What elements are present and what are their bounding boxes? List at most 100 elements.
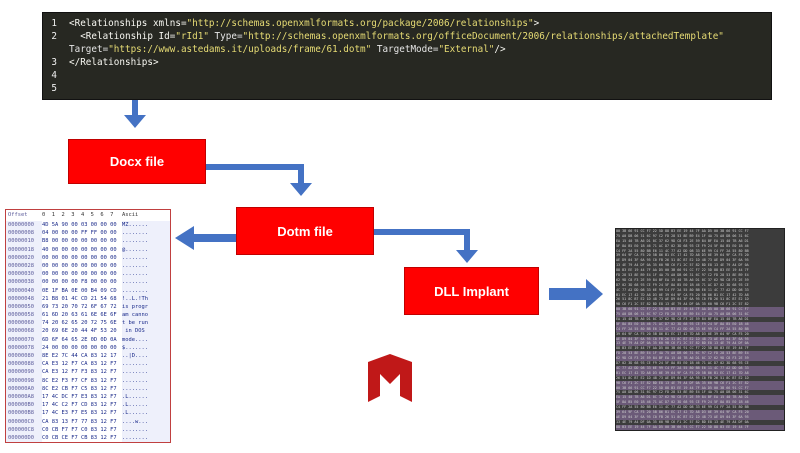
code-token: </Relationships> <box>69 57 159 68</box>
dump-row: 75 A0 DB 06 31 6C 97 C2 FD 28 53 8E B9 E… <box>616 233 751 238</box>
hex-ascii: t be run <box>122 319 170 328</box>
dump-row: 5F 8A B5 E0 1B 46 71 AC D7 02 3D 68 93 C… <box>616 321 784 327</box>
hex-bytes: 24 00 00 00 00 00 00 00 <box>42 344 117 351</box>
line-number: 1 <box>51 18 57 29</box>
hex-ascii: ........ <box>122 278 170 287</box>
dump-row: 13 4E 79 A4 DF 0A 35 60 9B C6 F1 2C 57 8… <box>616 419 751 424</box>
hex-bytes: 40 00 00 00 00 00 00 00 <box>42 246 117 253</box>
code-token: /> <box>494 44 506 55</box>
dump-row: 9B C6 F1 2C 57 82 BD E8 13 4E 79 A4 DF 0… <box>616 302 751 307</box>
dump-row: 88 B3 EE 19 44 7F AA D5 00 3B 66 91 CC F… <box>616 346 751 351</box>
code-token: Target= <box>69 44 109 55</box>
dump-row: 39 64 9F CA F5 20 5B 86 B1 EC 17 42 7D A… <box>616 409 784 415</box>
hex-offset: 00000058 <box>6 311 42 320</box>
dump-row: B1 EC 17 42 7D A8 D3 0E 39 64 9F CA F5 2… <box>616 370 784 376</box>
hex-offset: 00000078 <box>6 343 42 352</box>
hex-offset: 00000048 <box>6 294 42 303</box>
hex-offset: 00000090 <box>6 368 42 377</box>
hex-ascii: ........ <box>122 425 170 434</box>
line-number: 3 <box>51 57 57 68</box>
code-token: "http://schemas.openxmlformats.org/offic… <box>242 31 724 42</box>
hex-bytes: CA 83 13 F7 77 83 12 F7 <box>42 418 117 425</box>
hex-ascii: ........ <box>122 433 170 442</box>
hex-ascii: @....... <box>122 245 170 254</box>
hex-ascii: mode.... <box>122 335 170 344</box>
hex-bytes: 8C E2 F3 F7 CF 83 12 F7 <box>42 377 117 384</box>
docx-file-box: Docx file <box>68 139 206 184</box>
hex-offset: 00000070 <box>6 335 42 344</box>
hex-ascii: ........ <box>122 360 170 369</box>
hex-bytes: CA E3 12 F7 F3 83 12 F7 <box>42 369 117 376</box>
hex-ascii: ........ <box>122 270 170 279</box>
hex-offset: 00000018 <box>6 245 42 254</box>
dump-row: 26 51 8C B7 E2 1D 48 73 AE D9 04 3F 6A 9… <box>616 375 751 380</box>
hex-offset: 00000080 <box>6 352 42 361</box>
hex-row: 000000D8C7 E1 C9 F7 CD 83 12 F7........ <box>6 442 170 443</box>
dump-row: 26 51 8C B7 E2 1D 48 73 AE D9 04 3F 6A 9… <box>616 297 751 302</box>
dump-row: C4 FF 2A 55 80 BB E6 11 4C 77 A2 DD 08 3… <box>616 248 751 253</box>
hex-bytes: 17 4C DC F7 E3 83 12 F7 <box>42 393 117 400</box>
hex-offset: 000000B8 <box>6 409 42 418</box>
hex-ascii: ........ <box>122 261 170 271</box>
line-number: 2 <box>51 31 57 42</box>
code-line: 4 <box>43 69 771 82</box>
hex-ascii: in DOS <box>122 327 170 336</box>
hex-ascii: am canno <box>122 311 170 320</box>
hex-bytes: 74 20 62 65 20 72 75 6E <box>42 320 117 327</box>
hex-offset: 00000010 <box>6 237 42 246</box>
docx-file-label: Docx file <box>109 154 165 169</box>
arrow-dotm-to-hex <box>175 226 236 250</box>
code-line: Target="https://www.astedams.it/uploads/… <box>43 43 771 56</box>
mcafee-shield-logo-icon <box>368 354 412 402</box>
code-token: Type= <box>208 31 243 42</box>
hex-ascii: ........ <box>122 376 170 385</box>
hex-offset: 00000028 <box>6 261 42 271</box>
hex-ascii: .L...... <box>122 409 170 418</box>
hex-bytes: 00 00 00 00 00 00 00 00 <box>42 254 117 261</box>
hex-bytes: 8E E2 7C 44 CA 83 12 17 <box>42 353 117 359</box>
dump-row: 62 9D C8 F3 2E 59 84 BF EA 15 40 7B A6 D… <box>616 356 784 362</box>
dump-row: 4C 77 A2 DD 08 33 6E 99 C4 FF 2A 55 80 B… <box>616 365 784 371</box>
dump-row: 39 64 9F CA F5 20 5B 86 B1 EC 17 42 7D A… <box>616 253 751 258</box>
dump-row: FD 28 53 8E B9 E4 1F 4A 75 A0 DB 06 31 6… <box>616 351 784 357</box>
dump-row: AE D9 04 3F 6A 95 C0 FB 26 51 8C B7 E2 1… <box>616 258 751 263</box>
dump-row: EA 15 40 7B A6 D1 0C 37 62 9D C8 F3 2E 5… <box>616 238 751 243</box>
hex-offset: 00000020 <box>6 253 42 262</box>
hex-ascii: ........ <box>122 253 170 262</box>
hex-offset: 000000C0 <box>6 417 42 426</box>
code-line: 2 <Relationship Id="rId1" Type="http://s… <box>43 30 771 43</box>
hex-ascii: is progr <box>122 302 170 312</box>
code-line: 5 <box>43 82 771 95</box>
dump-row: C4 FF 2A 55 80 BB E6 11 4C 77 A2 DD 08 3… <box>616 326 784 332</box>
dump-row: 5F 8A B5 E0 1B 46 71 AC D7 02 3D 68 93 C… <box>616 400 784 406</box>
code-token: "rId1" <box>175 31 209 42</box>
dump-row: 62 9D C8 F3 2E 59 84 BF EA 15 40 7B A6 D… <box>616 277 751 282</box>
hex-offset: 000000D8 <box>6 442 42 443</box>
arrow-dotm-to-dll <box>360 229 478 263</box>
hex-ascii: ....w... <box>122 417 170 426</box>
hex-offset: 00000098 <box>6 376 42 385</box>
hex-offset: 000000A0 <box>6 384 42 393</box>
code-token: "http://schemas.openxmlformats.org/packa… <box>186 18 534 29</box>
dotm-file-box: Dotm file <box>236 207 374 255</box>
dump-row: 75 A0 DB 06 31 6C 97 C2 FD 28 53 8E B9 E… <box>616 312 784 318</box>
hex-offset: 00000030 <box>6 270 42 279</box>
dump-row: 13 4E 79 A4 DF 0A 35 60 9B C6 F1 2C 57 8… <box>616 263 751 268</box>
hex-ascii: ........ <box>122 229 170 238</box>
hex-bytes: CA E3 12 F7 CA 83 12 F7 <box>42 361 117 368</box>
dump-row: 88 B3 EE 19 44 7F AA D5 00 3B 66 91 CC F… <box>616 268 751 273</box>
hex-bytes: 4D 5A 90 00 03 00 00 00 <box>42 222 117 228</box>
